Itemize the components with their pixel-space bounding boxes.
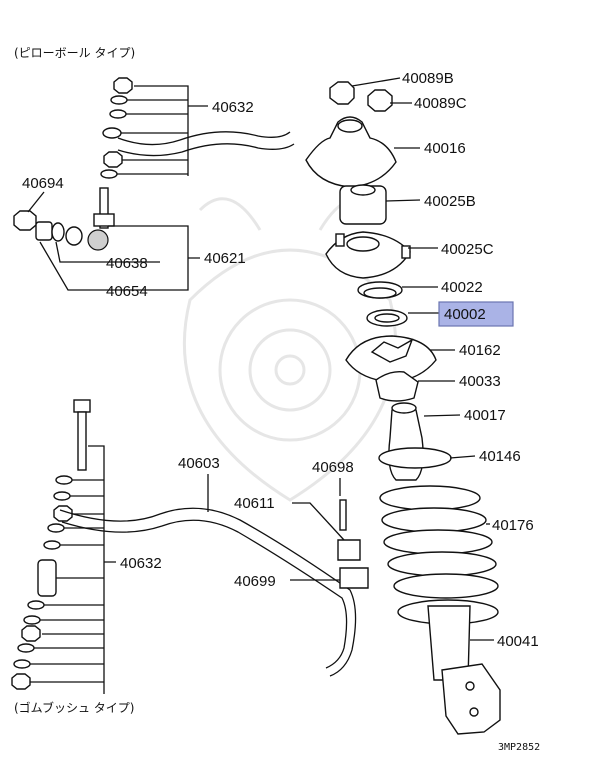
part-labels: 40089B 40089C 40016 40025B 40025C 40022 … xyxy=(22,70,539,650)
part-label-40089b[interactable]: 40089B xyxy=(402,70,454,87)
part-label-40146[interactable]: 40146 xyxy=(479,448,521,465)
leader-lines-bottom-left xyxy=(30,445,345,694)
leader-lines-right xyxy=(351,77,494,641)
part-label-40022[interactable]: 40022 xyxy=(441,279,483,296)
part-label-40017[interactable]: 40017 xyxy=(464,407,506,424)
part-label-40041[interactable]: 40041 xyxy=(497,633,539,650)
strut-body-40041 xyxy=(397,599,501,735)
part-label-40694[interactable]: 40694 xyxy=(22,175,64,192)
part-label-40089c[interactable]: 40089C xyxy=(414,95,467,112)
leader-lines-top-left xyxy=(27,85,208,291)
nut-40089b xyxy=(329,81,355,105)
spring-pad-40146 xyxy=(378,447,452,469)
part-label-40621[interactable]: 40621 xyxy=(204,250,246,267)
part-label-40025c[interactable]: 40025C xyxy=(441,241,494,258)
part-label-40176[interactable]: 40176 xyxy=(492,517,534,534)
caption-rubber-bushing-type: (ゴムブッシュ タイプ) xyxy=(14,700,134,715)
stabilizer-link-assembly xyxy=(13,77,295,251)
nut-40089c xyxy=(367,89,393,112)
strut-assembly xyxy=(305,81,501,735)
part-label-40632-bottom[interactable]: 40632 xyxy=(120,555,162,572)
bump-stopper-40033 xyxy=(375,370,419,402)
part-label-40638[interactable]: 40638 xyxy=(106,255,148,272)
part-label-40603[interactable]: 40603 xyxy=(178,455,220,472)
part-label-40162[interactable]: 40162 xyxy=(459,342,501,359)
part-label-40699[interactable]: 40699 xyxy=(234,573,276,590)
diagram-code: 3MP2852 xyxy=(498,742,540,753)
part-label-40654[interactable]: 40654 xyxy=(106,283,148,300)
coil-spring-40176 xyxy=(379,485,499,599)
caption-pillow-ball-type: (ピローボール タイプ) xyxy=(14,46,135,60)
part-label-40002[interactable]: 40002 xyxy=(444,306,486,323)
part-label-40698[interactable]: 40698 xyxy=(312,459,354,476)
part-label-40632-top[interactable]: 40632 xyxy=(212,99,254,116)
highlight-40002 xyxy=(438,301,514,327)
part-label-40016[interactable]: 40016 xyxy=(424,140,466,157)
stabilizer-bar-assembly xyxy=(11,399,369,690)
part-label-40025b[interactable]: 40025B xyxy=(424,193,476,210)
part-label-40033[interactable]: 40033 xyxy=(459,373,501,390)
part-label-40611[interactable]: 40611 xyxy=(234,495,275,512)
